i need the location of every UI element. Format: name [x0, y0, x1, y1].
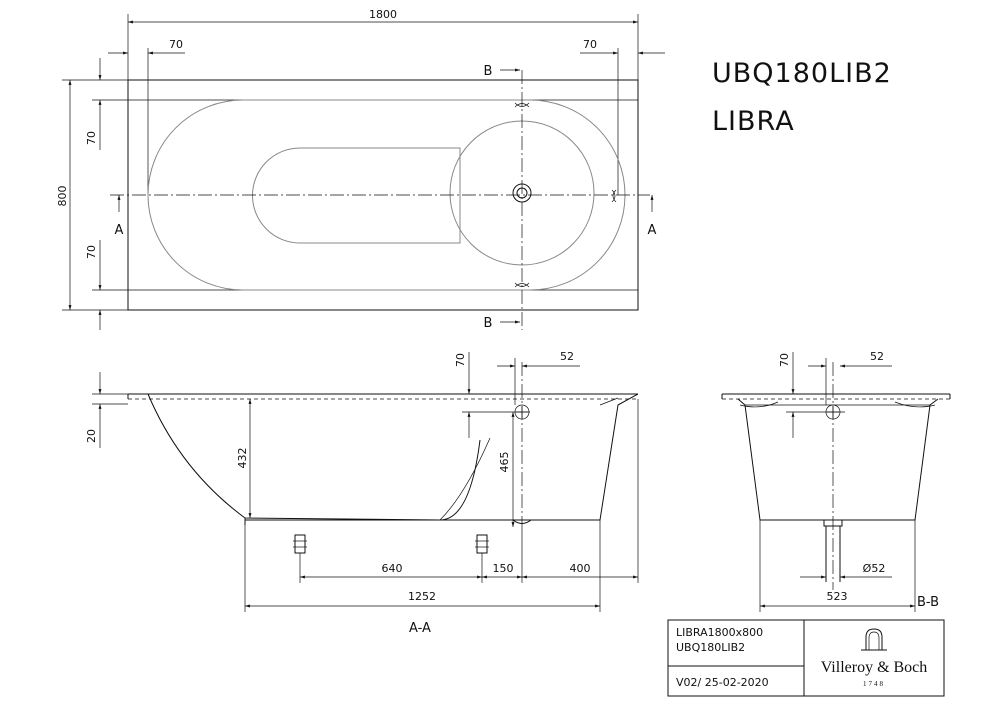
- tb-product-line2: UBQ180LIB2: [676, 641, 745, 654]
- foot-left: [293, 534, 307, 554]
- recess-outline: [252, 147, 461, 244]
- dim-rim-top: 70: [85, 131, 98, 145]
- dim-leg-spacing: 640: [382, 562, 403, 575]
- brand-year: 1748: [863, 680, 885, 688]
- dim-width: 800: [56, 186, 69, 207]
- dim-rim-right: 70: [583, 38, 597, 51]
- dim-base-length: 1252: [408, 590, 436, 603]
- dim-rim-height: 20: [85, 429, 98, 443]
- foot-right: [475, 534, 489, 554]
- section-a-left: A: [115, 223, 124, 238]
- section-bb-label: B-B: [917, 595, 939, 610]
- dim-drain-to-end: 400: [570, 562, 591, 575]
- dim-length: 1800: [369, 8, 397, 21]
- aa-tub-profile: [147, 393, 481, 521]
- tb-product-line1: LIBRA1800x800: [676, 626, 763, 639]
- dim-rim-left: 70: [169, 38, 183, 51]
- section-a-right: A: [648, 223, 657, 238]
- section-b-bottom: B: [484, 316, 493, 331]
- dim-waste-depth: 465: [498, 452, 511, 473]
- section-b-top: B: [484, 64, 493, 79]
- dim-overflow-offset: 70: [454, 353, 467, 367]
- bb-dim-base-width: 523: [827, 590, 848, 603]
- tb-version: V02/ 25-02-2020: [676, 676, 769, 689]
- model-name: LIBRA: [712, 106, 795, 137]
- plan-view: 1800 70 70 800 70 70 A A B B: [56, 8, 665, 331]
- section-aa-label: A-A: [409, 621, 431, 636]
- bb-dim-drain-diameter: Ø52: [863, 562, 886, 575]
- model-code: UBQ180LIB2: [712, 58, 892, 89]
- brand-name: Villeroy & Boch: [821, 659, 928, 676]
- bb-dim-overflow-offset: 70: [778, 353, 791, 367]
- dim-rim-bottom: 70: [85, 245, 98, 259]
- section-aa: 20 432 70 52 465 640 150 400 1252 A-A: [85, 350, 639, 636]
- dim-leg-to-drain: 150: [493, 562, 514, 575]
- bb-dim-overflow-x: 52: [870, 350, 884, 363]
- section-bb: 70 52 Ø52 523 B-B: [721, 350, 951, 612]
- dim-overflow-x: 52: [560, 350, 574, 363]
- dim-depth: 432: [236, 448, 249, 469]
- title-block: LIBRA1800x800 UBQ180LIB2 V02/ 25-02-2020…: [667, 619, 945, 697]
- brand-logo-icon: [861, 628, 887, 651]
- basin-outline: [147, 99, 626, 291]
